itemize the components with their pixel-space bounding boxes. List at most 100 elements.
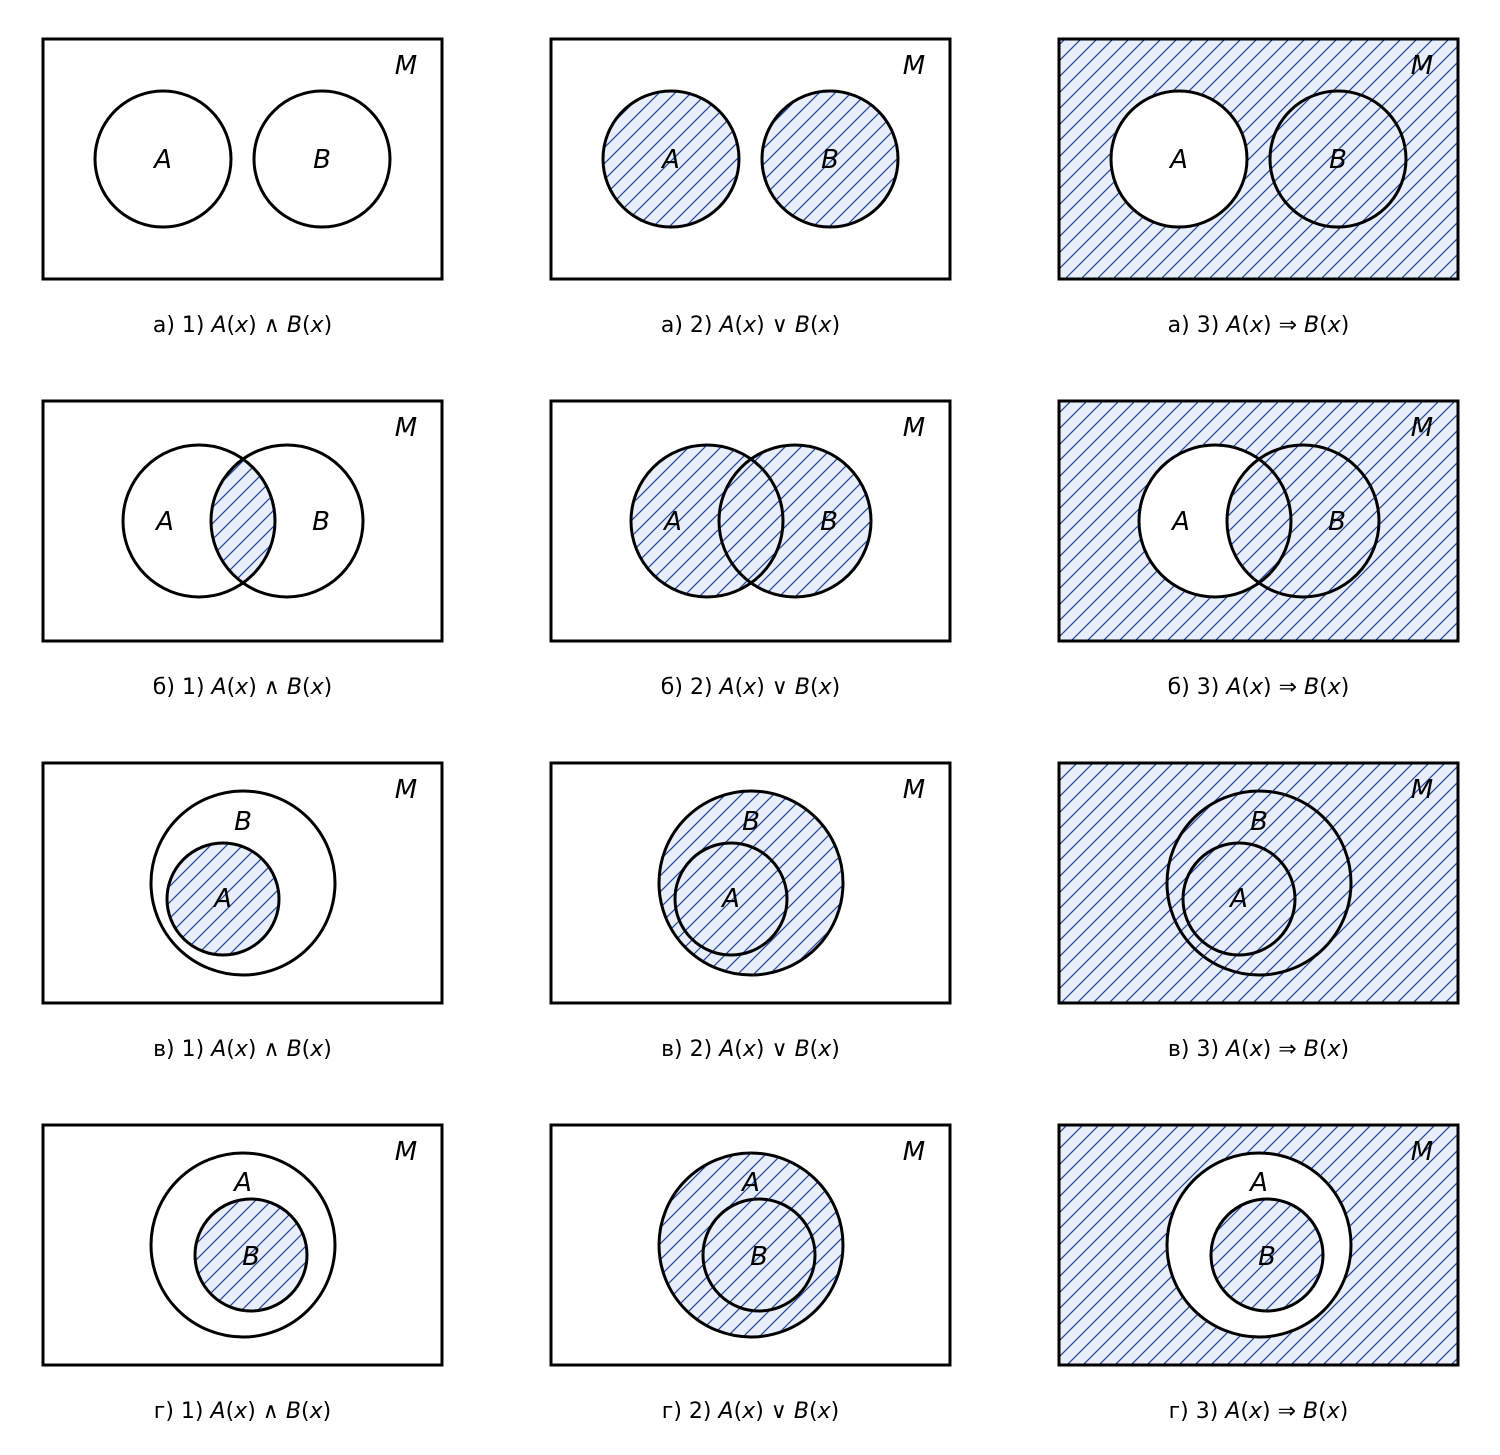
set-a-circle	[1165, 1151, 1353, 1339]
set-a-circle	[629, 443, 785, 599]
panel-3-2: M A Bв) 2) A(x) ∨ B(x)	[549, 761, 952, 1062]
set-a-circle	[1181, 841, 1297, 957]
panel-2-3: M A Bб) 3) A(x) ⇒ B(x)	[1057, 399, 1460, 700]
set-b-circle	[1209, 1197, 1325, 1313]
panel-caption: в) 2) A(x) ∨ B(x)	[661, 1037, 840, 1062]
set-b-label: B	[821, 145, 839, 175]
set-b-label: B	[1328, 507, 1346, 537]
set-a-label: A	[1228, 884, 1248, 914]
panel-1-2: M A Bа) 2) A(x) ∨ B(x)	[549, 37, 952, 338]
set-b-label: B	[750, 1242, 768, 1272]
universe-border	[41, 37, 444, 281]
set-a-label: A	[152, 145, 172, 175]
set-a-label: A	[1248, 1168, 1268, 1198]
set-b-label: B	[1258, 1242, 1276, 1272]
panel-4-2: M A Bг) 2) A(x) ∨ B(x)	[549, 1123, 952, 1424]
universe-border	[41, 399, 444, 643]
set-a-circle	[93, 89, 233, 229]
set-b-label: B	[312, 507, 330, 537]
set-b-circle	[1268, 89, 1408, 229]
set-b-circle	[252, 89, 392, 229]
set-b-label: B	[234, 807, 252, 837]
universe-label: M	[903, 413, 925, 443]
set-b-circle	[209, 443, 365, 599]
universe-label: M	[395, 775, 417, 805]
panel-caption: б) 1) A(x) ∧ B(x)	[153, 675, 332, 700]
set-b-label: B	[742, 807, 760, 837]
panel-3-3: M A Bв) 3) A(x) ⇒ B(x)	[1057, 761, 1460, 1062]
universe-border	[41, 1123, 444, 1367]
set-b-label: B	[1329, 145, 1347, 175]
panel-2-1: M A Bб) 1) A(x) ∧ B(x)	[41, 399, 444, 700]
universe-border	[1057, 1123, 1460, 1367]
universe-label: M	[903, 51, 925, 81]
universe-label: M	[903, 1137, 925, 1167]
universe-label: M	[903, 775, 925, 805]
set-a-label: A	[662, 507, 682, 537]
panel-1-3: M A Bа) 3) A(x) ⇒ B(x)	[1057, 37, 1460, 338]
set-b-label: B	[313, 145, 331, 175]
universe-border	[41, 761, 444, 1005]
universe-label: M	[1411, 51, 1433, 81]
set-b-region	[719, 445, 871, 597]
set-a-circle	[165, 841, 281, 957]
universe-border	[1057, 761, 1460, 1005]
set-a-label: A	[232, 1168, 252, 1198]
intersection-region	[195, 1199, 307, 1311]
set-b-circle	[717, 443, 873, 599]
set-b-circle	[149, 789, 337, 977]
panel-caption: а) 2) A(x) ∨ B(x)	[661, 313, 840, 338]
panel-caption: а) 3) A(x) ⇒ B(x)	[1168, 313, 1350, 338]
set-a-circle	[601, 89, 741, 229]
set-a-circle	[1137, 443, 1293, 599]
universe-label: M	[1411, 413, 1433, 443]
set-a-label: A	[660, 145, 680, 175]
set-b-region	[703, 1199, 815, 1311]
panel-caption: а) 1) A(x) ∧ B(x)	[153, 313, 332, 338]
panel-caption: г) 3) A(x) ⇒ B(x)	[1169, 1399, 1349, 1424]
panel-4-3: M A Bг) 3) A(x) ⇒ B(x)	[1057, 1123, 1460, 1424]
set-b-region	[659, 791, 843, 975]
intersection-region	[167, 843, 279, 955]
set-b-circle	[760, 89, 900, 229]
a-minus-b-region	[1059, 401, 1458, 641]
set-b-label: B	[1250, 807, 1268, 837]
intersection-region	[211, 445, 275, 597]
set-b-circle	[701, 1197, 817, 1313]
panel-caption: в) 1) A(x) ∧ B(x)	[153, 1037, 332, 1062]
universe-rect	[43, 39, 442, 279]
panel-caption: б) 3) A(x) ⇒ B(x)	[1168, 675, 1350, 700]
set-b-circle	[1225, 443, 1381, 599]
panel-2-2: M A Bб) 2) A(x) ∨ B(x)	[549, 399, 952, 700]
set-a-label: A	[720, 884, 740, 914]
set-b-label: B	[820, 507, 838, 537]
a-minus-b-region	[1059, 39, 1458, 279]
set-b-circle	[1165, 789, 1353, 977]
panel-caption: г) 1) A(x) ∧ B(x)	[154, 1399, 331, 1424]
universe-label: M	[395, 1137, 417, 1167]
panel-caption: в) 3) A(x) ⇒ B(x)	[1168, 1037, 1349, 1062]
set-b-circle	[657, 789, 845, 977]
universe-label: M	[395, 51, 417, 81]
universe-border	[1057, 37, 1460, 281]
set-a-label: A	[1168, 145, 1188, 175]
set-a-circle	[657, 1151, 845, 1339]
set-b-circle	[193, 1197, 309, 1313]
panel-1-1: M A Bа) 1) A(x) ∧ B(x)	[41, 37, 444, 338]
universe-label: M	[1411, 1137, 1433, 1167]
set-a-circle	[673, 841, 789, 957]
universe-border	[549, 37, 952, 281]
universe-label: M	[395, 413, 417, 443]
set-a-label: A	[154, 507, 174, 537]
set-a-region	[603, 91, 739, 227]
universe-border	[549, 1123, 952, 1367]
universe-label: M	[1411, 775, 1433, 805]
panel-caption: г) 2) A(x) ∨ B(x)	[662, 1399, 839, 1424]
set-a-label: A	[1170, 507, 1190, 537]
panel-caption: б) 2) A(x) ∨ B(x)	[661, 675, 840, 700]
set-a-label: A	[740, 1168, 760, 1198]
set-b-region	[762, 91, 898, 227]
